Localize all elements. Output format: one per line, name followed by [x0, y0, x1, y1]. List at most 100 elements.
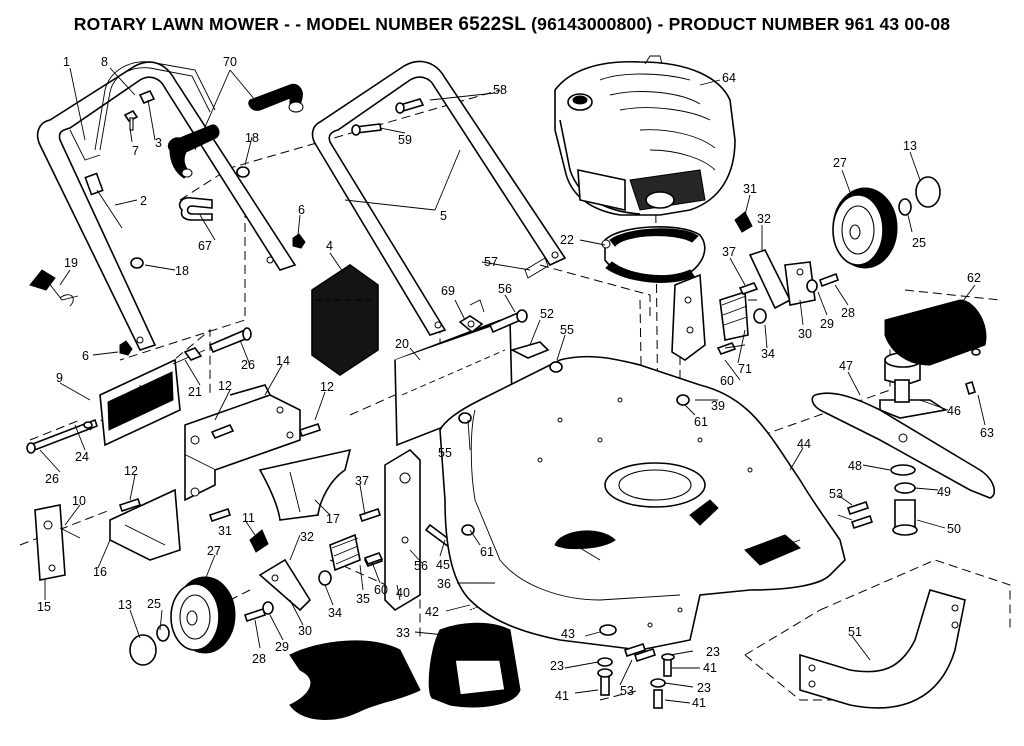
part-label: 60 — [720, 374, 734, 388]
part-label: 13 — [903, 139, 917, 153]
part-label: 14 — [276, 354, 290, 368]
side-bracket-15-16 — [34, 488, 181, 581]
long-bolts-24-26 — [26, 327, 252, 454]
cable-hoses — [167, 83, 304, 179]
part-label: 27 — [833, 156, 847, 170]
part-label: 19 — [64, 256, 78, 270]
part-label: 2 — [140, 194, 147, 208]
part-label: 37 — [722, 245, 736, 259]
cover-38 — [289, 640, 421, 720]
bolt-56-top — [488, 309, 528, 334]
engine-plate-22 — [601, 226, 706, 283]
part-label: 16 — [93, 565, 107, 579]
part-label: 63 — [980, 426, 994, 440]
part-label: 7 — [132, 144, 139, 158]
blade-bolt-48-49-50 — [890, 464, 918, 536]
part-label: 41 — [692, 696, 706, 710]
part-label: 28 — [252, 652, 266, 666]
part-label: 12 — [218, 379, 232, 393]
part-label: 46 — [947, 404, 961, 418]
part-label: 18 — [175, 264, 189, 278]
part-label: 13 — [118, 598, 132, 612]
part-label: 23 — [706, 645, 720, 659]
part-label: 59 — [398, 133, 412, 147]
diagram-title: ROTARY LAWN MOWER - - MODEL NUMBER 6522S… — [0, 14, 1024, 36]
part-label: 29 — [820, 317, 834, 331]
part-label: 36 — [437, 577, 451, 591]
part-label: 70 — [223, 55, 237, 69]
part-label: 12 — [124, 464, 138, 478]
part-label: 20 — [395, 337, 409, 351]
cable-and-clip — [69, 129, 123, 229]
part-label: 32 — [757, 212, 771, 226]
leader-lines — [39, 67, 986, 704]
part-label: 57 — [484, 255, 498, 269]
part-label: 41 — [555, 689, 569, 703]
part-label: 44 — [797, 437, 811, 451]
part-label: 30 — [798, 327, 812, 341]
axle-bracket-14 — [184, 384, 301, 502]
model-number: 6522SL — [458, 14, 527, 35]
part-label: 26 — [241, 358, 255, 372]
part-label: 69 — [441, 284, 455, 298]
part-label: 37 — [355, 474, 369, 488]
part-label: 26 — [45, 472, 59, 486]
part-label: 25 — [912, 236, 926, 250]
part-label: 56 — [414, 559, 428, 573]
part-label: 61 — [694, 415, 708, 429]
part-label: 41 — [703, 661, 717, 675]
part-label: 53 — [829, 487, 843, 501]
part-label: 48 — [848, 459, 862, 473]
part-label: 56 — [498, 282, 512, 296]
part-label: 28 — [841, 306, 855, 320]
bolts-12 — [118, 422, 322, 523]
engine-64 — [554, 55, 736, 216]
part-label: 18 — [245, 131, 259, 145]
part-label: 3 — [155, 136, 162, 150]
part-label: 39 — [711, 399, 725, 413]
front-wheel-bolts-23-41 — [597, 624, 675, 709]
part-label: 23 — [697, 681, 711, 695]
part-label: 71 — [738, 362, 752, 376]
part-label: 60 — [374, 583, 388, 597]
wheel-hardware-28-29-left — [243, 601, 274, 623]
part-label: 31 — [743, 182, 757, 196]
handle-knob-19 — [29, 269, 79, 307]
part-label: 15 — [37, 600, 51, 614]
part-label: 42 — [425, 605, 439, 619]
deflector-17 — [258, 448, 352, 521]
wheel-27-left — [129, 576, 236, 666]
small-hardware-left — [119, 89, 306, 356]
part-labels: 1 8 70 7 3 2 18 6 67 18 19 6 58 59 5 4 5… — [37, 55, 994, 710]
rear-door-9 — [99, 347, 206, 447]
blade-adapter-46 — [879, 352, 948, 419]
part-label: 8 — [101, 55, 108, 69]
part-label: 43 — [561, 627, 575, 641]
part-label: 11 — [242, 511, 255, 525]
part-label: 5 — [440, 209, 447, 223]
skirt-51 — [799, 589, 966, 709]
part-label: 35 — [356, 592, 370, 606]
part-label: 34 — [328, 606, 342, 620]
part-label: 6 — [82, 349, 89, 363]
cover-33 — [428, 622, 521, 708]
part-label: 53 — [620, 684, 634, 698]
upper-handle-left — [36, 61, 297, 351]
height-adjuster-left — [249, 529, 384, 612]
part-label: 29 — [275, 640, 289, 654]
part-label: 34 — [761, 347, 775, 361]
part-label: 30 — [298, 624, 312, 638]
part-label: 9 — [56, 371, 63, 385]
control-bail — [94, 61, 216, 151]
part-label: 24 — [75, 450, 89, 464]
part-label: 62 — [967, 271, 981, 285]
part-label: 51 — [848, 625, 862, 639]
part-label: 38 — [313, 694, 327, 708]
deck-hardware-53 — [846, 500, 874, 530]
part-label: 47 — [839, 359, 853, 373]
part-label: 61 — [480, 545, 494, 559]
grass-bag-frame-parts — [311, 264, 513, 447]
title-suffix: (96143000800) - PRODUCT NUMBER 961 43 00… — [526, 14, 951, 34]
part-label: 55 — [438, 446, 452, 460]
